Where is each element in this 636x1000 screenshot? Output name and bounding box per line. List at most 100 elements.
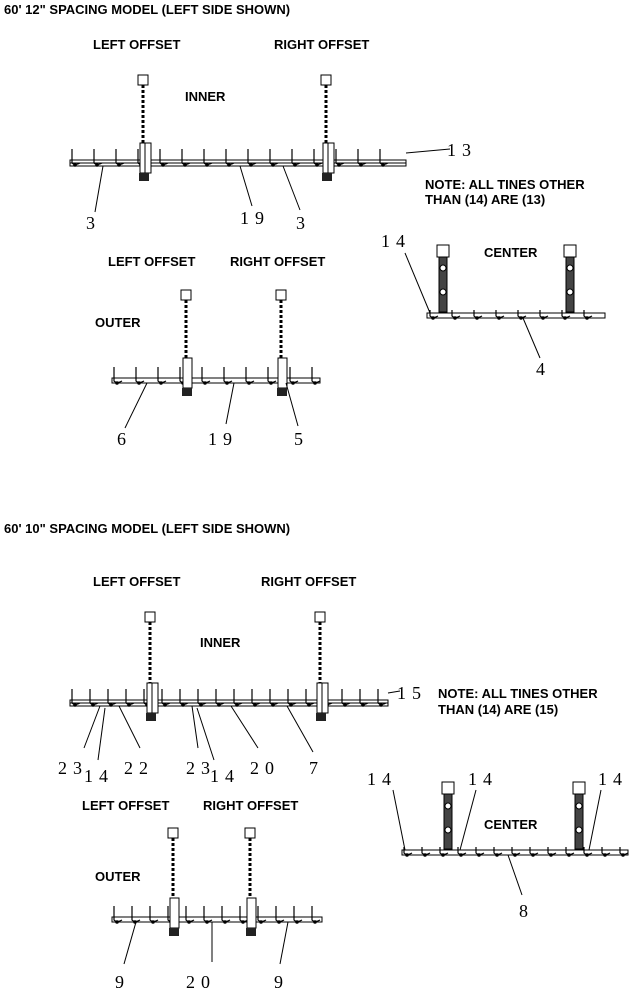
- tine-clamp: [269, 381, 273, 385]
- tine-clamp: [241, 920, 245, 924]
- harrow-tine: [115, 149, 125, 166]
- harrow-tine: [93, 149, 103, 166]
- toolbar-bar: [111, 916, 323, 923]
- inner-right-offset-label: RIGHT OFFSET: [274, 37, 369, 52]
- tine-clamp: [585, 316, 589, 320]
- harrow-tine: [157, 367, 167, 384]
- note-line-1: NOTE: ALL TINES OTHER: [438, 686, 598, 701]
- tine-clamp: [115, 381, 119, 385]
- callout-23: 23: [186, 758, 216, 778]
- tine-clamp: [381, 163, 385, 167]
- harrow-tine: [305, 689, 315, 706]
- leader-line: [285, 382, 299, 427]
- harrow-tine: [125, 689, 135, 706]
- tine-clamp: [585, 853, 589, 857]
- tine-clamp: [271, 163, 275, 167]
- harrow-tine: [179, 689, 189, 706]
- outer-right-offset-label: RIGHT OFFSET: [230, 254, 325, 269]
- mount-post: [320, 74, 335, 181]
- callout-22: 22: [124, 758, 154, 778]
- tine-clamp: [313, 381, 317, 385]
- harrow-tine: [357, 149, 367, 166]
- harrow-tine: [335, 149, 345, 166]
- harrow-tine: [583, 847, 593, 856]
- tine-row: [113, 367, 321, 385]
- leader-line: [124, 382, 148, 429]
- note-line-1: NOTE: ALL TINES OTHER: [425, 177, 585, 192]
- harrow-tine: [473, 310, 483, 319]
- harrow-tine: [341, 689, 351, 706]
- section-title-10in: 60' 10" SPACING MODEL (LEFT SIDE SHOWN): [4, 521, 290, 536]
- mount-post: [436, 244, 450, 313]
- tine-clamp: [361, 703, 365, 707]
- center-label: CENTER: [484, 817, 538, 832]
- center-harrow-section-1: [426, 244, 606, 320]
- toolbar-bar: [426, 312, 606, 319]
- callout-14: 14: [84, 766, 114, 786]
- mount-post: [244, 827, 257, 936]
- tine-clamp: [137, 381, 141, 385]
- tine-clamp: [289, 703, 293, 707]
- tine-clamp: [205, 920, 209, 924]
- harrow-tine: [511, 847, 521, 856]
- tine-clamp: [91, 703, 95, 707]
- harrow-tine: [203, 906, 213, 923]
- outer-label: OUTER: [95, 315, 141, 330]
- inner-left-offset-label: LEFT OFFSET: [93, 37, 180, 52]
- tine-clamp: [259, 920, 263, 924]
- callout-14: 14: [381, 231, 411, 251]
- harrow-tine: [517, 310, 527, 319]
- tine-clamp: [133, 920, 137, 924]
- mount-post: [275, 289, 288, 396]
- harrow-tine: [601, 847, 611, 856]
- mount-post: [572, 781, 586, 850]
- callout-14: 14: [210, 766, 240, 786]
- leader-line: [392, 789, 406, 851]
- leader-line: [387, 690, 401, 694]
- mount-post: [144, 611, 159, 721]
- tine-clamp: [161, 163, 165, 167]
- tine-clamp: [277, 920, 281, 924]
- tine-clamp: [379, 703, 383, 707]
- harrow-tine: [269, 689, 279, 706]
- harrow-tine: [359, 689, 369, 706]
- leader-line: [404, 252, 431, 314]
- tine-clamp: [497, 316, 501, 320]
- callout-23: 23: [58, 758, 88, 778]
- tine-clamp: [513, 853, 517, 857]
- callout-3: 3: [86, 213, 101, 233]
- leader-line: [279, 921, 289, 965]
- harrow-tine: [293, 906, 303, 923]
- harrow-tine: [313, 149, 323, 166]
- mount-post: [137, 74, 152, 181]
- callout-20: 20: [250, 758, 280, 778]
- leader-line: [118, 705, 141, 749]
- harrow-tine: [619, 847, 629, 856]
- harrow-tine: [311, 906, 321, 923]
- harrow-tine: [159, 149, 169, 166]
- mount-post: [167, 827, 180, 936]
- harrow-tine: [201, 367, 211, 384]
- tine-clamp: [95, 163, 99, 167]
- tine-clamp: [249, 163, 253, 167]
- harrow-tine: [135, 367, 145, 384]
- toolbar-bar: [111, 377, 321, 384]
- harrow-tine: [233, 689, 243, 706]
- tine-clamp: [315, 163, 319, 167]
- harrow-tine: [267, 367, 277, 384]
- leader-line: [239, 165, 253, 207]
- mount-post: [441, 781, 455, 850]
- outer-harrow-section-2: [111, 827, 323, 936]
- leader-line: [94, 165, 104, 213]
- harrow-tine: [565, 847, 575, 856]
- leader-line: [230, 705, 259, 749]
- center-harrow-section-2: [401, 781, 629, 857]
- inner-label: INNER: [185, 89, 226, 104]
- tine-clamp: [441, 853, 445, 857]
- harrow-tine: [539, 310, 549, 319]
- callout-20: 20: [186, 972, 216, 992]
- harrow-tine: [257, 906, 267, 923]
- leader-line: [83, 705, 101, 749]
- tine-clamp: [181, 703, 185, 707]
